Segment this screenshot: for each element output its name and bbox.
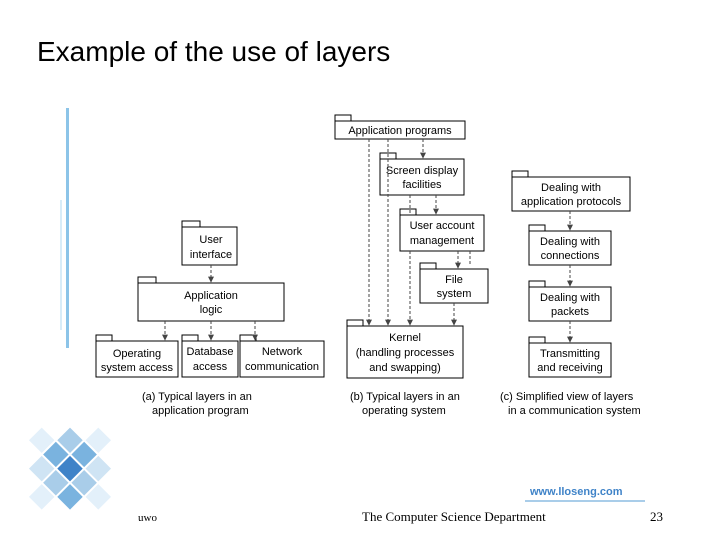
caption-c-line1: (c) Simplified view of layers [500, 391, 634, 403]
website-url[interactable]: www.lloseng.com [530, 486, 623, 498]
app-protocols-line2: application protocols [521, 196, 622, 208]
package-user-interface: User interface [181, 220, 238, 266]
package-network-communication: Network communication [239, 334, 325, 378]
transmitting-line2: and receiving [537, 362, 602, 374]
network-communication-line1: Network [262, 346, 303, 358]
user-account-line1: User account [410, 220, 475, 232]
dependency-arrows-b [366, 139, 461, 326]
database-access-line2: access [193, 361, 228, 373]
os-access-line1: Operating [113, 348, 161, 360]
application-programs-label: Application programs [348, 125, 452, 137]
package-file-system: File system [419, 262, 489, 304]
kernel-line2: (handling processes [356, 347, 455, 359]
package-connections: Dealing with connections [528, 224, 612, 266]
accent-line [66, 108, 69, 348]
dependency-arrows-a [162, 265, 258, 341]
package-operating-system-access: Operating system access [95, 334, 179, 378]
application-logic-line2: logic [200, 304, 223, 316]
package-database-access: Database access [181, 334, 239, 378]
connections-line2: connections [541, 250, 600, 262]
decorative-tiles [28, 427, 112, 510]
package-transmitting: Transmitting and receiving [528, 336, 612, 378]
package-app-protocols: Dealing with application protocols [511, 170, 631, 212]
packets-line2: packets [551, 306, 589, 318]
kernel-line1: Kernel [389, 332, 421, 344]
caption-b-line1: (b) Typical layers in an [350, 391, 460, 403]
package-kernel: Kernel (handling processes and swapping) [346, 319, 464, 379]
file-system-line2: system [437, 288, 472, 300]
footer-center: The Computer Science Department [362, 509, 546, 524]
packets-line1: Dealing with [540, 292, 600, 304]
caption-a-line1: (a) Typical layers in an [142, 391, 252, 403]
website-underline [525, 500, 645, 502]
application-logic-line1: Application [184, 290, 238, 302]
package-screen-display: Screen display facilities [379, 152, 465, 196]
accent-line-secondary [60, 200, 62, 330]
package-packets: Dealing with packets [528, 280, 612, 322]
user-account-line2: management [410, 235, 474, 247]
caption-b-line2: operating system [362, 405, 446, 417]
os-access-line2: system access [101, 362, 174, 374]
caption-c-line2: in a communication system [508, 405, 641, 417]
footer-left: uwo [138, 512, 157, 524]
slide-title: Example of the use of layers [37, 36, 391, 67]
diagram-c: Dealing with application protocols Deali… [500, 170, 641, 417]
package-application-programs: Application programs [334, 114, 466, 140]
transmitting-line1: Transmitting [540, 348, 600, 360]
connections-line1: Dealing with [540, 236, 600, 248]
kernel-line3: and swapping) [369, 362, 441, 374]
user-interface-line1: User [199, 234, 223, 246]
file-system-line1: File [445, 274, 463, 286]
caption-a-line2: application program [152, 405, 249, 417]
package-application-logic: Application logic [137, 276, 285, 322]
screen-display-line1: Screen display [386, 165, 459, 177]
network-communication-line2: communication [245, 361, 319, 373]
diagram-b: Application programs Screen display faci… [334, 114, 489, 417]
app-protocols-line1: Dealing with [541, 182, 601, 194]
dependency-lines-b [409, 195, 471, 265]
user-interface-line2: interface [190, 249, 232, 261]
layers-diagram: User interface Application logic Operati… [95, 114, 641, 417]
screen-display-line2: facilities [402, 179, 442, 191]
database-access-line1: Database [186, 346, 233, 358]
package-user-account: User account management [399, 208, 485, 252]
diagram-a: User interface Application logic Operati… [95, 220, 325, 417]
page-number: 23 [650, 509, 663, 524]
